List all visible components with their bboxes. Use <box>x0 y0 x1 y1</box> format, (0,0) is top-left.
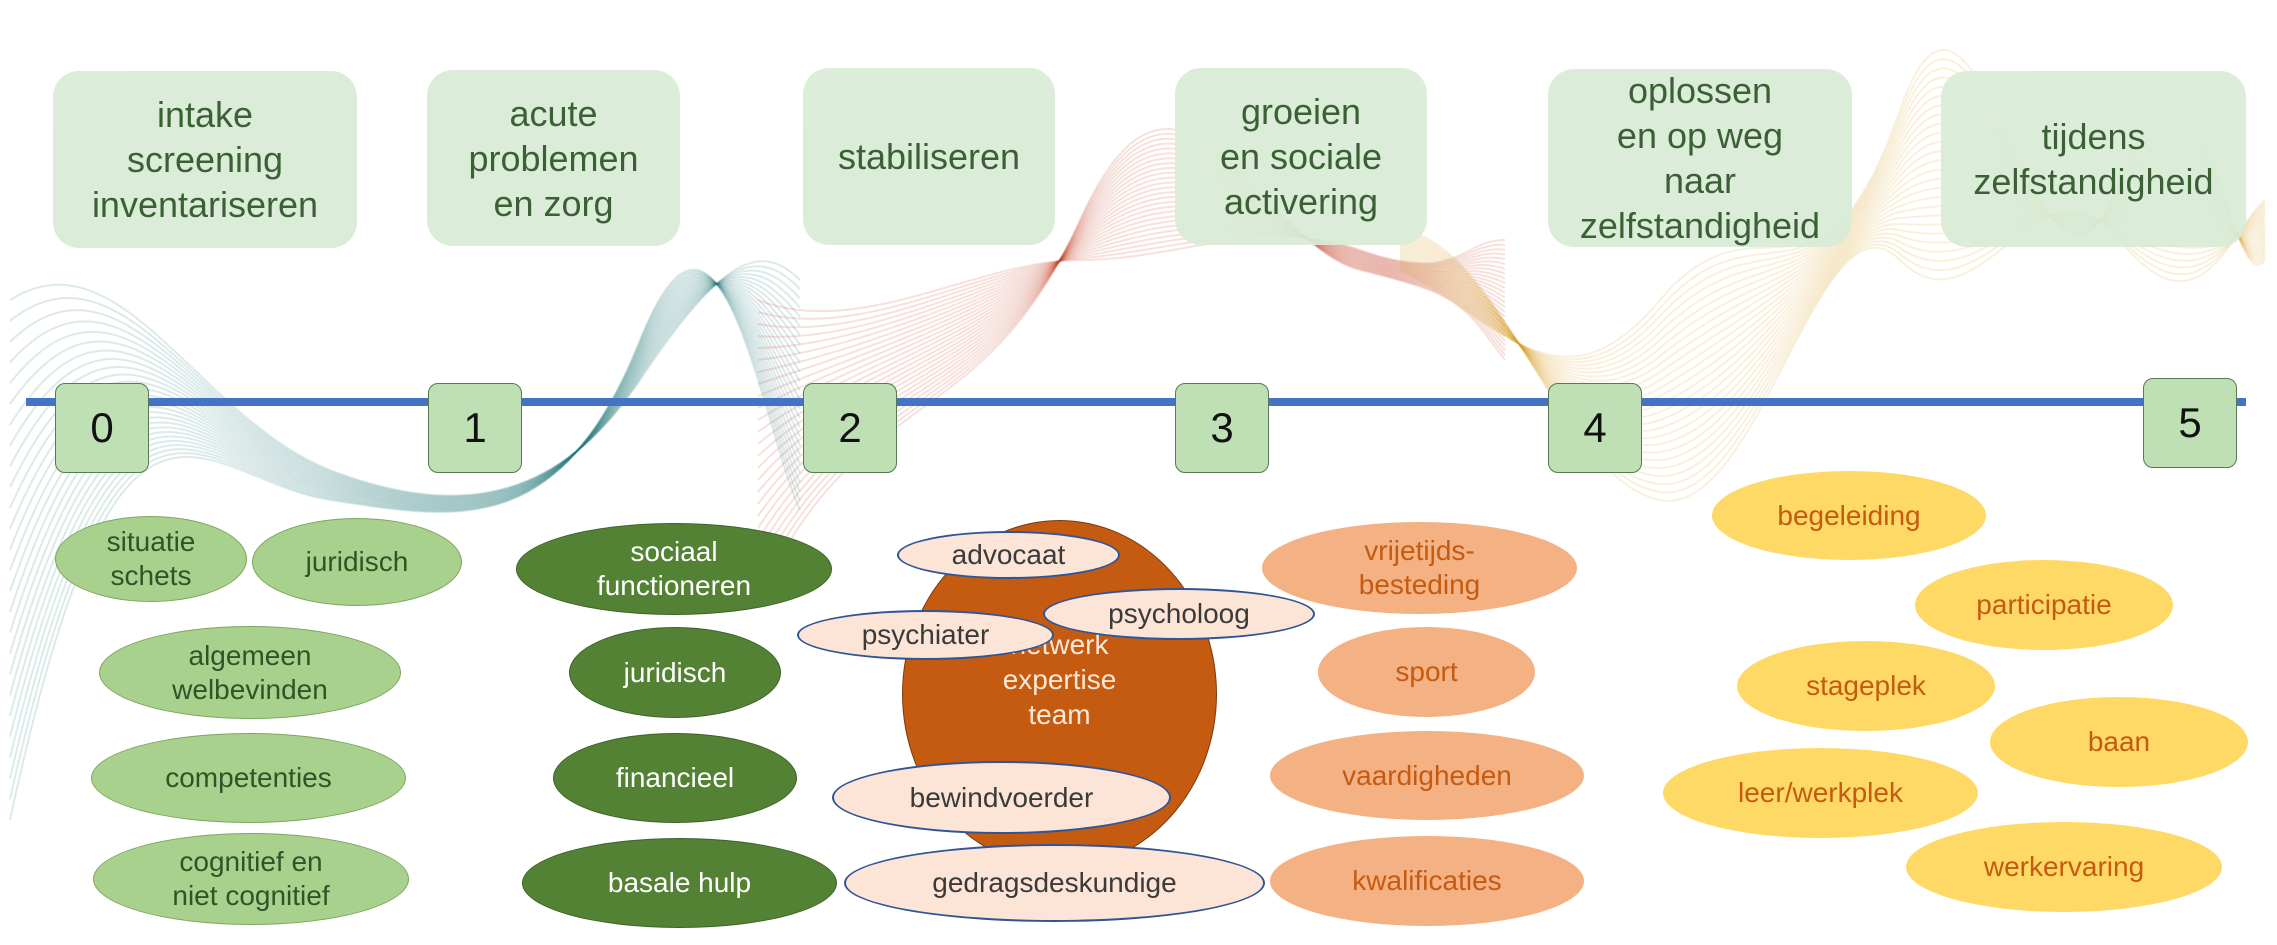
flow-strand <box>9 273 801 499</box>
stage-marker-4: 4 <box>1548 383 1642 473</box>
flow-strand <box>757 171 1506 493</box>
flow-strand <box>757 226 1506 349</box>
node-juridisch-acute: juridisch <box>569 627 781 718</box>
node-stageplek: stageplek <box>1737 641 1995 731</box>
phase-box-stabiliseren: stabiliseren <box>803 68 1055 245</box>
flow-strand <box>9 278 801 500</box>
stage-marker-5: 5 <box>2143 378 2237 468</box>
phase-box-zelfstandigheid: tijdens zelfstandigheid <box>1941 71 2246 247</box>
node-gedragsdeskundige: gedragsdeskundige <box>844 844 1265 922</box>
flow-strand <box>9 282 801 503</box>
node-financieel: financieel <box>553 733 797 823</box>
node-kwalificaties: kwalificaties <box>1270 836 1584 926</box>
flow-strand <box>9 282 801 502</box>
phase-box-acute: acute problemen en zorg <box>427 70 680 246</box>
node-participatie: participatie <box>1915 560 2173 650</box>
flow-strand <box>9 280 801 501</box>
flow-strand <box>757 235 1506 313</box>
flow-strand <box>9 283 801 509</box>
flow-strand <box>9 260 801 497</box>
flow-strand <box>9 269 801 498</box>
timeline-axis <box>26 398 2246 406</box>
stage-marker-1: 1 <box>428 383 522 473</box>
flow-strand <box>9 281 801 502</box>
node-vrijetijdsbesteding: vrijetijds- besteding <box>1262 522 1577 614</box>
node-sport: sport <box>1318 627 1535 717</box>
node-competenties: competenties <box>91 733 406 823</box>
flow-strand <box>9 265 801 498</box>
flow-strand <box>757 157 1506 529</box>
node-psychiater: psychiater <box>797 610 1054 660</box>
flow-strand <box>757 186 1506 457</box>
flow-strand <box>757 234 1506 320</box>
flow-strand <box>757 232 1506 329</box>
flow-strand <box>9 275 801 500</box>
node-basale-hulp: basale hulp <box>522 838 837 928</box>
flow-strand <box>757 166 1506 505</box>
phase-box-intake: intake screening inventariseren <box>53 71 357 248</box>
node-begeleiding: begeleiding <box>1712 471 1986 560</box>
node-leer-werkplek: leer/werkplek <box>1663 748 1978 838</box>
node-baan: baan <box>1990 697 2248 787</box>
node-advocaat: advocaat <box>897 531 1120 579</box>
node-algemeen-welbevinden: algemeen welbevinden <box>99 626 401 719</box>
node-psycholoog: psycholoog <box>1043 588 1315 640</box>
node-cognitief: cognitief en niet cognitief <box>93 833 409 925</box>
node-situatie-schets: situatie schets <box>55 516 247 602</box>
stage-marker-2: 2 <box>803 383 897 473</box>
phase-box-groeien: groeien en sociale activering <box>1175 68 1427 245</box>
node-vaardigheden: vaardigheden <box>1270 731 1584 820</box>
phase-box-oplossen: oplossen en op weg naar zelfstandigheid <box>1548 69 1852 247</box>
flow-strand <box>757 176 1506 481</box>
flow-strand <box>757 181 1506 469</box>
flow-strand <box>9 278 801 675</box>
stage-marker-3: 3 <box>1175 383 1269 473</box>
node-bewindvoerder: bewindvoerder <box>832 761 1171 834</box>
node-sociaal-functioneren: sociaal functioneren <box>516 523 832 615</box>
stage-marker-0: 0 <box>55 383 149 473</box>
flow-strand <box>9 268 801 821</box>
node-juridisch-intake: juridisch <box>252 518 462 606</box>
node-werkervaring: werkervaring <box>1906 822 2222 912</box>
